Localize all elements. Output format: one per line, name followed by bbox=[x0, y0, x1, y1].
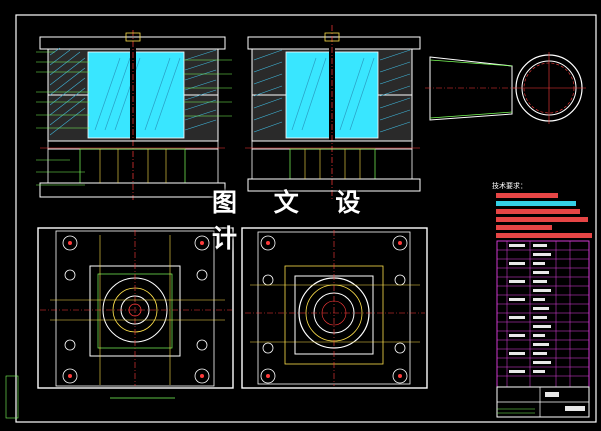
tech-requirement-line bbox=[496, 201, 576, 206]
tech-requirement-line bbox=[496, 233, 592, 238]
tech-requirement-line bbox=[496, 217, 588, 222]
drawing-border bbox=[15, 14, 597, 423]
watermark-text: 图 文 设 计 bbox=[212, 188, 375, 253]
plan-view-left bbox=[37, 227, 234, 399]
revision-box bbox=[5, 375, 19, 419]
section-view-right bbox=[245, 25, 421, 200]
tech-requirement-line bbox=[496, 225, 552, 230]
section-view-left bbox=[36, 30, 232, 200]
plan-view-right bbox=[241, 227, 428, 389]
parts-list-table bbox=[496, 240, 590, 418]
part-detail bbox=[425, 52, 586, 124]
tech-requirement-line bbox=[496, 193, 558, 198]
technical-requirements: 技术要求： bbox=[492, 181, 592, 243]
tech-requirement-line bbox=[496, 209, 580, 214]
tech-requirements-heading: 技术要求： bbox=[492, 182, 527, 190]
